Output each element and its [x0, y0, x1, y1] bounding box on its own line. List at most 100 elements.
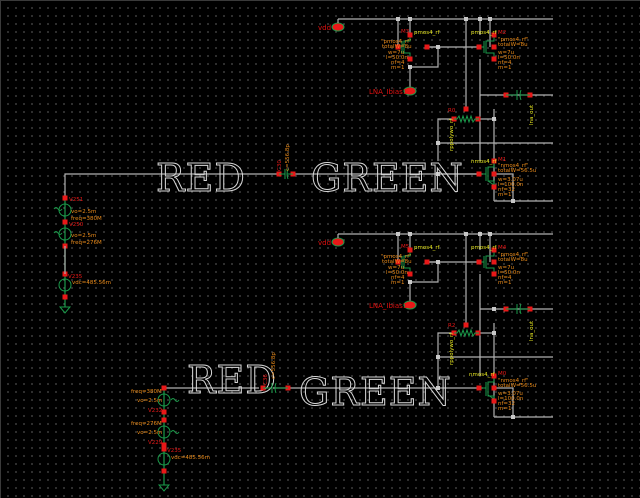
svg-text:pmos4_rf: pmos4_rf	[414, 30, 441, 36]
svg-text:totalW=8u: totalW=8u	[498, 257, 528, 263]
svg-text:"nmos4_rf": "nmos4_rf"	[498, 378, 529, 384]
ac-source-v229[interactable]: freq=276M vo=2.5m V229	[131, 421, 180, 446]
svg-text:"pmos4_rf": "pmos4_rf"	[498, 37, 529, 43]
capacitor-c36[interactable]: C36 c=556.8p	[260, 352, 291, 394]
transistor-m2[interactable]: M2 pmos4_rf "pmos4_rf" totalW=8u w=7u l=…	[471, 30, 529, 71]
svg-text:M3: M3	[401, 29, 410, 35]
svg-text:V250: V250	[69, 222, 84, 228]
transistor-m4[interactable]: M4 pmos4_rf "pmos4_rf" totalW=8u w=7u l=…	[471, 245, 529, 286]
svg-text:V235: V235	[167, 448, 182, 454]
transistor-m1[interactable]: M1 nmos4_rf "nmos4_rf" totalW=56.5u w=3.…	[471, 157, 536, 198]
svg-text:M4: M4	[498, 245, 507, 251]
svg-text:lna_out: lna_out	[529, 320, 535, 341]
resistor-r2[interactable]: R2 rppolywo_rf	[448, 322, 481, 366]
wires-bottom[interactable]	[164, 233, 553, 418]
svg-text:vdc=485.56m: vdc=485.56m	[171, 455, 210, 461]
resistor-r0[interactable]: R0 rppolywo_rf	[448, 106, 481, 152]
svg-text:l=50.0n: l=50.0n	[498, 270, 520, 276]
svg-text:pmos4_rf: pmos4_rf	[414, 245, 441, 251]
svg-text:V235: V235	[68, 274, 83, 280]
svg-text:nf=4: nf=4	[498, 275, 512, 281]
svg-text:m=1: m=1	[498, 192, 511, 198]
svg-text:m=1: m=1	[498, 65, 511, 71]
svg-text:M0: M0	[498, 371, 507, 377]
svg-text:V251: V251	[69, 197, 83, 203]
dc-source-v235[interactable]: V235 vdc=485.56m	[58, 274, 111, 292]
svg-text:l=50.0n: l=50.0n	[498, 55, 520, 61]
source-stack-bottom: freq=380M vo=2.5m V232 freq=276M vo=2.5m…	[131, 385, 210, 492]
svg-text:"pmos4_rf": "pmos4_rf"	[381, 39, 412, 45]
output-capacitor-top[interactable]: lna_out	[503, 89, 536, 125]
svg-text:l=50.0n: l=50.0n	[386, 55, 408, 61]
svg-text:w=7u: w=7u	[388, 50, 404, 56]
svg-text:M2: M2	[498, 30, 506, 36]
svg-text:vo=2.5m: vo=2.5m	[137, 398, 162, 404]
svg-text:m=1: m=1	[498, 280, 511, 286]
svg-text:l=100.0n: l=100.0n	[498, 182, 524, 188]
svg-text:c=556.8p: c=556.8p	[285, 144, 291, 171]
output-capacitor-bottom[interactable]: lna_out	[503, 303, 536, 341]
bias-pin[interactable]: LNA_Ibias1	[369, 86, 417, 96]
svg-text:pmos4_rf: pmos4_rf	[471, 245, 498, 251]
svg-text:w=3.07u: w=3.07u	[498, 177, 523, 183]
transistor-m3[interactable]: M3 pmos4_rf "pmos4_rf" totalW=8u w=7u l=…	[381, 29, 441, 71]
svg-text:m=1: m=1	[391, 280, 404, 286]
svg-text:vo=2.5m: vo=2.5m	[71, 209, 96, 215]
net-label-green[interactable]: GREEN	[311, 156, 464, 201]
svg-text:"pmos4_rf": "pmos4_rf"	[498, 252, 529, 258]
svg-text:nf=32: nf=32	[498, 401, 515, 407]
svg-text:m=1: m=1	[391, 65, 404, 71]
circuit-top: RED GREEN vdd LNA_Ibias1 C30 c=556.8p	[53, 17, 553, 314]
ground-icon	[58, 306, 72, 314]
svg-text:freq=276M: freq=276M	[131, 421, 162, 427]
svg-text:"pmos4_rf": "pmos4_rf"	[381, 254, 412, 260]
svg-text:vdd: vdd	[318, 24, 331, 32]
svg-text:nmos4_rf: nmos4_rf	[469, 372, 496, 378]
svg-text:m=1: m=1	[498, 406, 511, 412]
svg-text:totalW=56.5u: totalW=56.5u	[498, 383, 536, 389]
bias-pin[interactable]: LNA_Ibias1	[369, 300, 417, 310]
capacitor-c30[interactable]: C30 c=556.8p	[276, 144, 296, 180]
svg-text:M1: M1	[498, 157, 506, 163]
vdd-pin[interactable]: vdd	[318, 234, 345, 247]
svg-text:LNA_Ibias1: LNA_Ibias1	[369, 88, 407, 96]
dc-source-v235[interactable]: V235 vdc=485.56m	[157, 448, 210, 466]
svg-text:vo=2.5m: vo=2.5m	[71, 233, 96, 239]
vdd-pin[interactable]: vdd	[318, 19, 345, 32]
svg-text:w=7u: w=7u	[498, 265, 514, 271]
svg-text:C36: C36	[263, 374, 269, 385]
svg-text:w=7u: w=7u	[498, 50, 514, 56]
net-label-green[interactable]: GREEN	[299, 370, 452, 415]
svg-text:c=556.8p: c=556.8p	[271, 352, 277, 379]
svg-text:V229: V229	[148, 440, 163, 446]
ac-source-v250[interactable]: V250 vo=2.5m freq=276M	[53, 222, 102, 246]
svg-text:lna_out: lna_out	[529, 104, 535, 125]
svg-text:"nmos4_rf": "nmos4_rf"	[498, 163, 529, 169]
transistor-m5[interactable]: M5 pmos4_rf "pmos4_rf" totalW=8u w=7u l=…	[381, 244, 441, 286]
svg-text:nmos4_rf: nmos4_rf	[471, 159, 498, 165]
net-label-red[interactable]: RED	[156, 156, 246, 201]
circuit-bottom: RED GREEN vdd LNA_Ibias1 C36 c=556.8p	[131, 232, 553, 492]
svg-text:C30: C30	[277, 160, 283, 171]
svg-text:nf=32: nf=32	[498, 187, 515, 193]
svg-text:M5: M5	[401, 244, 410, 250]
ground-icon	[157, 484, 171, 492]
svg-text:vdc=485.56m: vdc=485.56m	[72, 280, 111, 286]
net-label-red[interactable]: RED	[187, 358, 277, 403]
svg-text:rppolywo_rf: rppolywo_rf	[449, 332, 455, 365]
svg-text:vdd: vdd	[318, 239, 331, 247]
transistor-m0[interactable]: M0 nmos4_rf "nmos4_rf" totalW=56.5u w=3.…	[469, 371, 536, 412]
source-stack-top: V251 vo=2.5m freq=380M V250 vo=2.5m freq…	[53, 195, 111, 314]
svg-text:w=3.07u: w=3.07u	[498, 391, 523, 397]
svg-text:totalW=8u: totalW=8u	[382, 44, 412, 50]
ac-source-v232[interactable]: freq=380M vo=2.5m V232	[131, 389, 180, 414]
svg-text:totalW=8u: totalW=8u	[382, 259, 412, 265]
svg-text:totalW=56.5u: totalW=56.5u	[498, 168, 536, 174]
ac-source-v251[interactable]: V251 vo=2.5m freq=380M	[53, 197, 102, 222]
svg-text:freq=380M: freq=380M	[71, 216, 102, 222]
svg-text:vo=2.5m: vo=2.5m	[137, 430, 162, 436]
svg-text:R0: R0	[448, 108, 456, 114]
svg-text:l=100.0n: l=100.0n	[498, 396, 524, 402]
